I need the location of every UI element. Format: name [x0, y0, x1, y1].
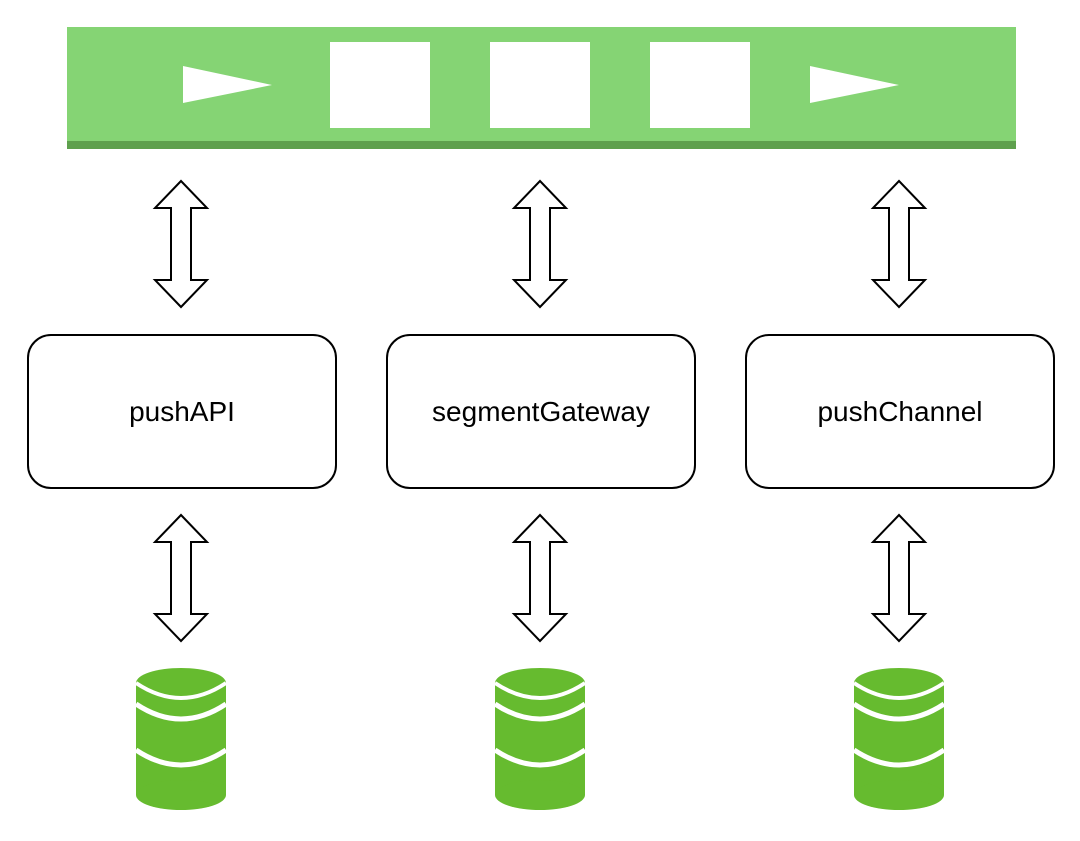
database-stripe: [134, 747, 228, 768]
database-rim: [852, 681, 946, 700]
database-body: [495, 683, 585, 795]
service-label: segmentGateway: [432, 395, 650, 427]
database-stripe: [134, 701, 228, 722]
service-label: pushChannel: [817, 395, 983, 427]
database-body: [854, 683, 944, 795]
database-body: [136, 683, 226, 795]
service-box-pushchannel: pushChannel: [745, 334, 1055, 489]
double-arrow-icon: [511, 513, 569, 643]
message-slot: [650, 42, 750, 128]
database-stripe: [852, 747, 946, 768]
database-icon: [134, 668, 228, 810]
message-slot: [490, 42, 590, 128]
double-arrow-icon: [511, 179, 569, 309]
service-box-segmentgateway: segmentGateway: [386, 334, 696, 489]
message-slot: [330, 42, 430, 128]
database-stripe: [493, 701, 587, 722]
service-box-pushapi: pushAPI: [27, 334, 337, 489]
database-bottom: [854, 780, 944, 810]
database-rim: [493, 681, 587, 700]
message-queue: [67, 27, 1016, 149]
double-arrow-icon: [870, 513, 928, 643]
queue-bar-edge: [67, 141, 1016, 149]
database-top: [854, 668, 944, 698]
double-arrow-icon: [152, 513, 210, 643]
database-stripe: [852, 701, 946, 722]
databases: [134, 668, 946, 810]
double-arrow-icon: [152, 179, 210, 309]
play-arrow-icon: [810, 66, 899, 103]
double-arrow-icon: [870, 179, 928, 309]
database-rim: [134, 681, 228, 700]
database-icon: [493, 668, 587, 810]
database-top: [136, 668, 226, 698]
database-top: [495, 668, 585, 698]
database-bottom: [136, 780, 226, 810]
database-icon: [852, 668, 946, 810]
database-bottom: [495, 780, 585, 810]
connector-arrows: [152, 179, 928, 643]
database-stripe: [493, 747, 587, 768]
play-arrow-icon: [183, 66, 272, 103]
service-label: pushAPI: [129, 395, 235, 427]
